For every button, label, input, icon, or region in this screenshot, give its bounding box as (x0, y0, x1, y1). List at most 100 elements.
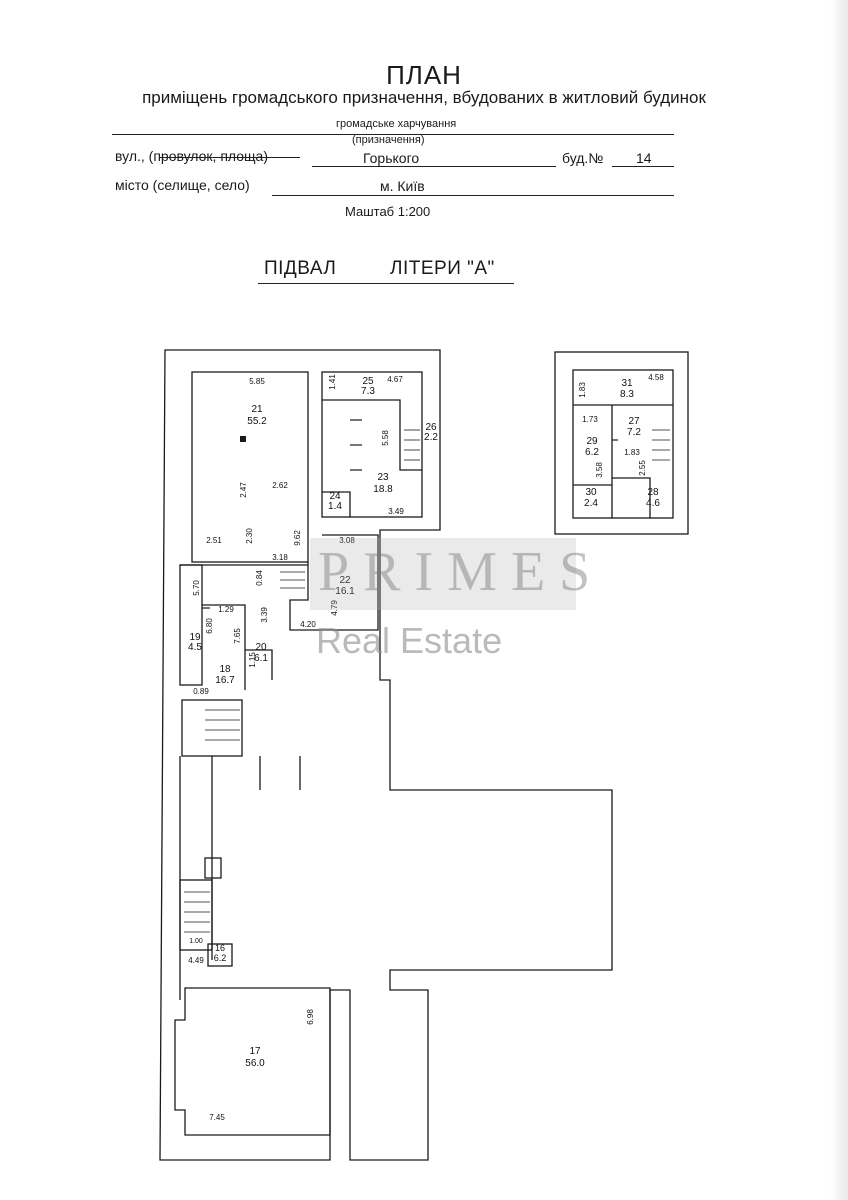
dimension-label: 2.51 (206, 536, 222, 545)
building-value: 14 (636, 150, 652, 166)
room-number: 16 (215, 943, 225, 953)
door-openings (259, 756, 301, 790)
city-value: м. Київ (380, 178, 425, 194)
dimension-label: 6.80 (205, 618, 214, 634)
street-strikethrough (160, 157, 300, 158)
room-area: 1.4 (328, 501, 342, 512)
purpose-caption: (призначення) (352, 134, 425, 146)
dimension-label: 5.70 (192, 580, 201, 596)
stair-hatching (184, 429, 670, 933)
room-19-walls (179, 564, 203, 686)
dimension-label: 2.30 (245, 528, 254, 544)
room-25-wall (322, 399, 401, 420)
room-area: 16.7 (215, 675, 235, 686)
room-area: 6.2 (585, 447, 599, 458)
building-label: буд.№ (562, 150, 604, 166)
watermark-brand: PRIMES (318, 541, 605, 603)
dimension-label: 0.89 (193, 687, 209, 696)
dimension-label: 2.62 (272, 481, 288, 490)
room-number: 28 (647, 487, 659, 498)
room-24-wall (322, 491, 351, 517)
street-value: Горького (363, 150, 420, 166)
section-underline (258, 283, 514, 284)
street-label-text: вул., (провулок, площа) (115, 148, 268, 164)
corridor-lines (179, 756, 213, 1000)
room-number: 23 (377, 472, 389, 483)
room-number: 30 (585, 487, 597, 498)
room-22-walls (289, 534, 379, 631)
room-number: 24 (329, 491, 341, 502)
dimension-label: 6.98 (306, 1009, 315, 1025)
room-number: 29 (586, 436, 598, 447)
dimension-label: 0.84 (255, 570, 264, 586)
purpose-value: громадське харчування (336, 118, 457, 130)
room-number: 22 (339, 575, 351, 586)
plan-title: ПЛАН (386, 60, 462, 90)
dimension-label: 5.58 (381, 430, 390, 446)
room-number: 26 (425, 422, 437, 433)
street-label: вул., (провулок, площа) (115, 148, 268, 164)
dimension-label: 3.58 (595, 462, 604, 478)
dimension-label: 3.18 (272, 553, 288, 562)
street-underline (312, 166, 556, 167)
stair-box (204, 857, 222, 879)
room-area: 4.6 (646, 498, 660, 509)
letter-label: ЛІТЕРИ "А" (390, 258, 495, 279)
dimension-label: 9.62 (293, 530, 302, 546)
room-16-walls (207, 943, 233, 967)
dimension-label: 1.73 (582, 415, 598, 424)
room-17-walls (174, 987, 331, 1136)
room-area: 55.2 (247, 416, 267, 427)
dimension-label: 4.67 (387, 375, 403, 384)
floor-label: ПІДВАЛ (264, 258, 337, 279)
dimension-label: 4.79 (330, 600, 339, 616)
room-area: 16.1 (335, 586, 355, 597)
dimension-label: 1.29 (218, 605, 234, 614)
dimension-label: 1.41 (328, 374, 337, 390)
scale-label: Маштаб 1:200 (345, 204, 431, 219)
room-23-walls (321, 371, 423, 518)
room-area: 2.4 (584, 498, 598, 509)
room-number: 20 (255, 642, 267, 653)
room-18-wall (202, 604, 246, 690)
room-area: 4.5 (188, 642, 202, 653)
room-number: 18 (219, 664, 231, 675)
room-area: 7.2 (627, 427, 641, 438)
city-label: місто (селище, село) (115, 177, 250, 193)
room-number: 31 (621, 378, 633, 389)
dimension-label: 3.49 (388, 507, 404, 516)
room-area: 2.2 (424, 432, 438, 443)
building-underline (612, 166, 674, 167)
annex-outline (554, 351, 689, 535)
page-edge-shadow (830, 0, 848, 1200)
column-marker (240, 436, 246, 442)
dimension-label: 4.20 (300, 620, 316, 629)
watermark-sub: Real Estate (316, 620, 503, 661)
plan-subtitle: приміщень громадського призначення, вбуд… (142, 88, 706, 107)
dimension-label: 1.83 (578, 382, 587, 398)
dimension-label: 7.45 (209, 1113, 225, 1122)
stair-block-1 (181, 699, 243, 757)
dimension-label: 1.00 (189, 938, 203, 945)
dimension-label: 4.49 (188, 956, 204, 965)
room-area: 6.1 (254, 653, 268, 664)
dimension-label: 4.58 (648, 373, 664, 382)
room-number: 21 (251, 404, 263, 415)
room-area: 56.0 (245, 1058, 265, 1069)
room-number: 27 (628, 416, 640, 427)
room-26-wall (399, 420, 422, 471)
room-number: 17 (249, 1046, 261, 1057)
purpose-underline (112, 134, 674, 135)
city-underline (272, 195, 674, 196)
room-number: 25 (362, 376, 374, 387)
room-area: 6.2 (214, 953, 227, 963)
dimension-label: 5.85 (249, 377, 265, 386)
annex-walls (573, 404, 673, 518)
dimension-label: 2.47 (239, 482, 248, 498)
door-marks (202, 419, 618, 609)
room-area: 7.3 (361, 386, 375, 397)
room-area: 18.8 (373, 484, 393, 495)
annex-inner (572, 369, 674, 519)
dimension-label: 3.08 (339, 536, 355, 545)
